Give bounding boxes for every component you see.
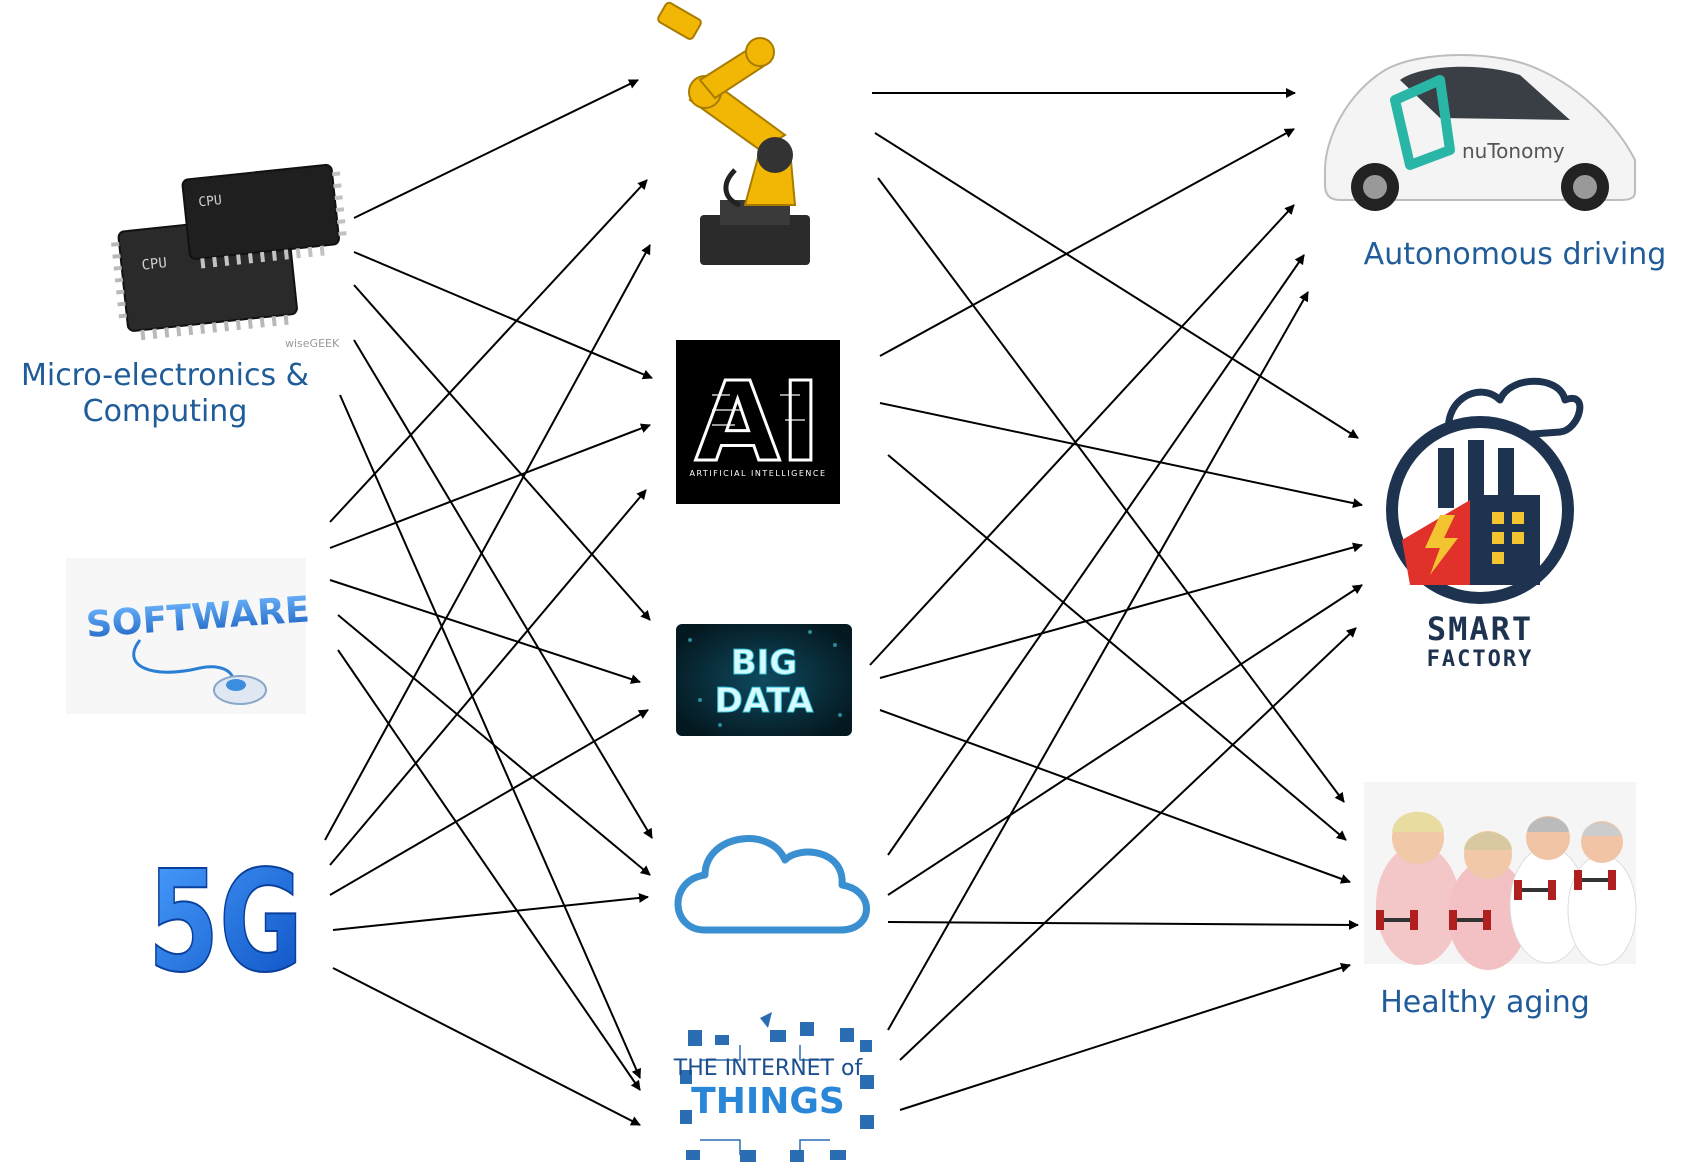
arrow-micro-ai — [353, 251, 653, 380]
arrows-5g — [324, 244, 651, 1126]
caption-autonomous-driving: Autonomous driving — [1363, 237, 1667, 272]
ai-subtitle: ARTIFICIAL INTELLIGENCE — [689, 469, 826, 478]
arrow-iot-factory — [899, 627, 1357, 1061]
fiveg-image: 5G — [147, 840, 304, 1005]
arrow-robot-factory — [874, 132, 1359, 439]
ai-image: AI ARTIFICIAL INTELLIGENCE — [676, 340, 840, 504]
arrow-5g-cloud — [332, 892, 649, 931]
arrow-micro-cloud — [353, 339, 653, 839]
chip-image: CPU CPU wiseGEEK — [111, 163, 347, 350]
nutonomy-logo: nuTonomy — [1462, 139, 1565, 163]
svg-text:CPU: CPU — [198, 193, 223, 210]
iot-line1: THE INTERNET of — [673, 1056, 864, 1081]
arrow-micro-iot — [339, 394, 641, 1079]
ai-letters: AI — [695, 358, 821, 486]
arrow-cloud-healthy — [887, 919, 1359, 930]
healthy-aging-image — [1364, 782, 1637, 970]
bigdata-image: BIG DATA — [676, 624, 852, 736]
arrow-ai-autonomous — [879, 128, 1295, 357]
arrow-5g-bigdata — [329, 709, 649, 896]
wisegeek-watermark: wiseGEEK — [285, 337, 340, 350]
autonomous-car-image: nuTonomy — [1324, 54, 1636, 211]
smart-factory-image: SMART FACTORY — [1386, 377, 1584, 672]
smart-label: SMART — [1427, 610, 1533, 648]
bigdata-line2: DATA — [715, 681, 814, 721]
bigdata-line1: BIG — [731, 643, 797, 683]
arrow-bigdata-autonomous — [869, 204, 1295, 666]
iot-line2: THINGS — [691, 1081, 845, 1122]
arrow-cloud-factory — [887, 584, 1363, 896]
robot-arm-image — [657, 1, 810, 265]
arrows-micro — [339, 79, 653, 1079]
arrow-iot-autonomous — [887, 291, 1309, 1031]
arrow-software-bigdata — [329, 579, 641, 684]
arrow-software-ai — [329, 423, 651, 549]
arrow-bigdata-factory — [879, 542, 1363, 679]
caption-micro-electronics: Micro-electronics & Computing — [0, 358, 330, 430]
arrow-micro-robot — [353, 79, 639, 219]
arrow-software-robot — [329, 179, 648, 523]
arrow-iot-healthy — [899, 963, 1351, 1111]
arrow-micro-bigdata — [353, 284, 651, 621]
arrow-cloud-autonomous — [887, 254, 1305, 856]
arrow-ai-factory — [879, 402, 1363, 509]
arrows-software — [329, 179, 651, 1091]
cpu-label: CPU — [141, 255, 168, 274]
arrow-robot-healthy — [877, 177, 1345, 803]
factory-label: FACTORY — [1427, 647, 1534, 672]
arrow-bigdata-healthy — [879, 709, 1351, 884]
fiveg-label: 5G — [148, 841, 303, 1004]
iot-image: THE INTERNET of THINGS — [673, 1012, 874, 1162]
arrow-5g-iot — [332, 967, 641, 1126]
cloud-icon — [674, 835, 870, 934]
caption-healthy-aging: Healthy aging — [1380, 985, 1590, 1020]
arrows-apps — [869, 88, 1363, 1111]
caption-micro-line2: Computing — [82, 394, 248, 429]
arrow-ai-healthy — [887, 454, 1347, 841]
arrow-5g-ai — [329, 489, 647, 866]
arrow-software-iot — [337, 649, 641, 1091]
arrow-5g-robot — [324, 244, 651, 841]
software-image: SOFTWARE — [66, 558, 311, 714]
caption-micro-line1: Micro-electronics & — [20, 358, 310, 393]
arrow-software-cloud — [337, 614, 651, 876]
